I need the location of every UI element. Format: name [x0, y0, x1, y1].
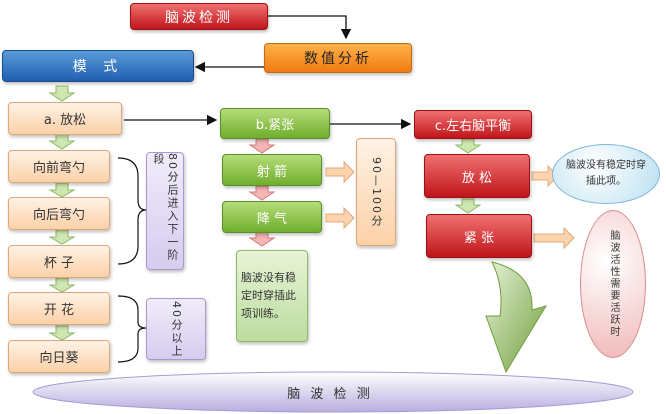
b-note: 脑波没有稳定时穿插此项训练。 — [236, 250, 308, 342]
a-note-40: 40分以上 — [146, 298, 206, 360]
bottom-label: 脑 波 检 测 — [287, 387, 373, 402]
a-item-5: 向日葵 — [8, 340, 110, 373]
a-item-4: 开 花 — [8, 292, 110, 325]
a-note-80: 80分后进入下一阶段 — [146, 152, 184, 270]
mode-box: 模 式 — [2, 50, 194, 82]
a-item-1: 向前弯勺 — [8, 150, 110, 183]
c-item-1: 放 松 — [424, 154, 530, 198]
bottom-ellipse — [32, 371, 634, 413]
b-header: b.紧张 — [220, 108, 330, 139]
title-box: 脑波检测 — [130, 3, 268, 30]
c-note-ellipse: 脑波没有稳定时穿插此项。 — [552, 144, 660, 204]
b-range: 90—100分 — [356, 138, 396, 246]
b-item-1: 射 箭 — [222, 154, 322, 186]
down-arrows-b — [248, 138, 276, 247]
down-arrows-a — [48, 85, 76, 341]
c-item-2: 紧 张 — [426, 214, 532, 258]
c-activity-ellipse: 脑波活性需要活跃时 — [580, 210, 646, 358]
right-arrows — [325, 160, 575, 250]
c-header: c.左右脑平衡 — [414, 110, 532, 139]
a-header: a. 放松 — [8, 102, 122, 135]
brace-40 — [117, 295, 147, 363]
big-curved-arrow — [485, 261, 548, 374]
brace-80 — [117, 157, 147, 265]
down-arrows-c — [454, 138, 482, 214]
analysis-box: 数值分析 — [264, 43, 412, 73]
arrow-title-to-analysis — [268, 15, 352, 40]
a-item-3: 杯 子 — [8, 245, 110, 278]
b-item-2: 降 气 — [222, 201, 322, 233]
a-item-2: 向后弯勺 — [8, 197, 110, 230]
